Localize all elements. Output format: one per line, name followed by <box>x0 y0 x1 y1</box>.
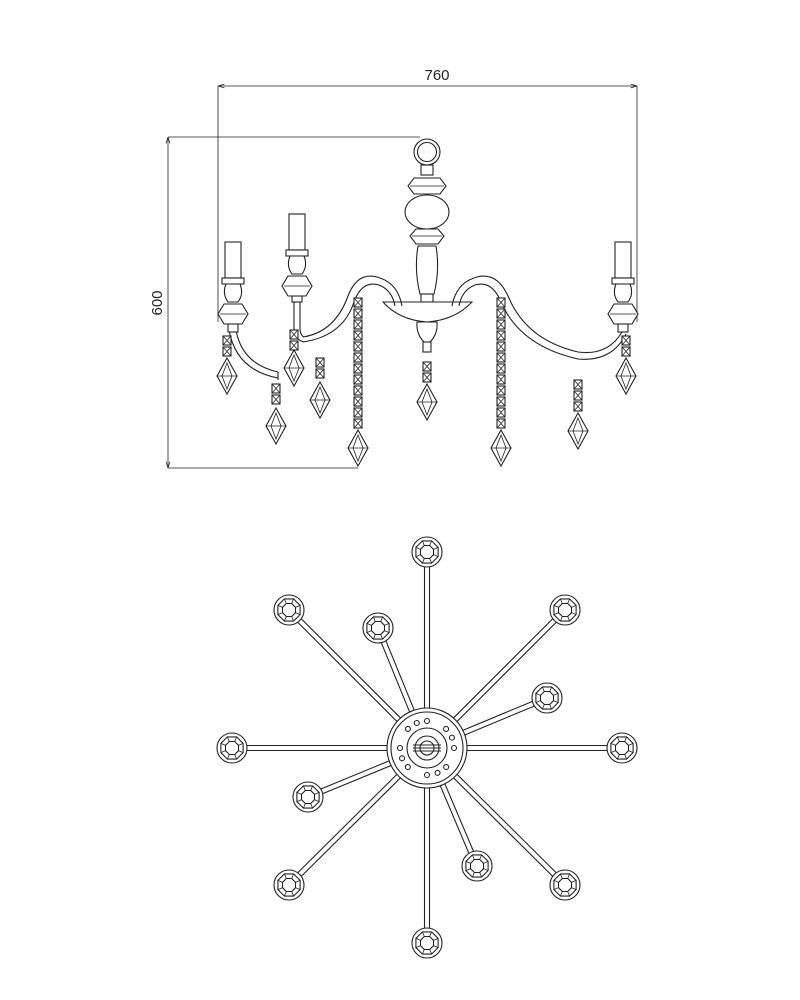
plan-candle-cup <box>549 594 581 626</box>
central-stem <box>404 164 450 303</box>
candle-inner-left <box>281 213 313 303</box>
crystal-chain <box>353 297 363 429</box>
crystal-pendant <box>309 380 331 420</box>
crystal-chain <box>573 379 583 412</box>
plan-candle-cup <box>606 732 638 764</box>
plan-candle-cup <box>411 536 443 568</box>
hub-slot <box>396 744 404 752</box>
plan-candle-cup <box>292 781 324 813</box>
height-dimension: 600 <box>149 136 420 469</box>
candle-outer-left <box>217 241 249 333</box>
plan-arm <box>440 618 557 735</box>
hub-slot <box>448 734 455 741</box>
plan-arm <box>297 618 414 735</box>
plan-candle-cup <box>411 927 443 959</box>
crystal-chain <box>621 335 631 357</box>
crystal-chain <box>271 383 281 405</box>
crystal-pendants <box>216 297 637 468</box>
plan-candle-cup <box>461 850 493 882</box>
plan-arm <box>449 744 607 752</box>
crystal-chain <box>422 361 432 383</box>
crystal-chain <box>315 357 325 379</box>
width-dimension: 760 <box>217 67 638 322</box>
left-outer-arm <box>228 329 279 380</box>
hub-slot <box>443 763 450 771</box>
candle-right <box>607 241 639 333</box>
plan-candle-cup <box>216 732 248 764</box>
crystal-pendant <box>416 382 438 422</box>
crystal-pendant <box>567 411 589 451</box>
crystal-pendant <box>615 356 637 396</box>
crystal-pendant <box>347 428 369 468</box>
plan-candle-cup <box>273 594 305 626</box>
crystal-pendant <box>216 356 238 396</box>
plan-candle-cup <box>531 682 563 714</box>
plan-candle-cups <box>216 536 638 959</box>
hub-slot <box>404 725 411 732</box>
hub-slot <box>423 771 431 779</box>
plan-arm <box>247 744 405 752</box>
plan-candle-cup <box>362 612 394 644</box>
height-dimension-label: 600 <box>149 290 166 315</box>
width-dimension-label: 760 <box>424 67 449 84</box>
hub-slot <box>398 755 406 762</box>
crystal-chain <box>496 297 506 429</box>
suspension-ring <box>413 138 441 166</box>
plan-arm <box>423 567 431 726</box>
plan-arms <box>247 567 607 928</box>
plan-candle-cup <box>549 869 581 901</box>
plan-arm <box>440 761 557 877</box>
hub-slot <box>450 744 458 752</box>
crystal-pendant <box>265 406 287 446</box>
crystal-pendant <box>283 348 305 388</box>
central-bowl <box>381 301 474 353</box>
plan-view <box>216 536 638 959</box>
hub-slot <box>413 719 420 727</box>
plan-arm <box>423 770 431 928</box>
hub-slot <box>443 725 450 732</box>
plan-hub-slots <box>396 717 458 779</box>
crystal-chain <box>222 335 232 357</box>
hub-slot <box>434 769 441 776</box>
inner-arms <box>302 275 627 360</box>
plan-arm <box>297 761 414 877</box>
front-elevation-view: 760 600 <box>149 67 639 469</box>
crystal-chain <box>289 329 299 351</box>
hub-slot <box>423 717 431 725</box>
plan-candle-cup <box>273 869 305 901</box>
crystal-pendant <box>490 428 512 468</box>
hub-slot <box>404 763 411 771</box>
